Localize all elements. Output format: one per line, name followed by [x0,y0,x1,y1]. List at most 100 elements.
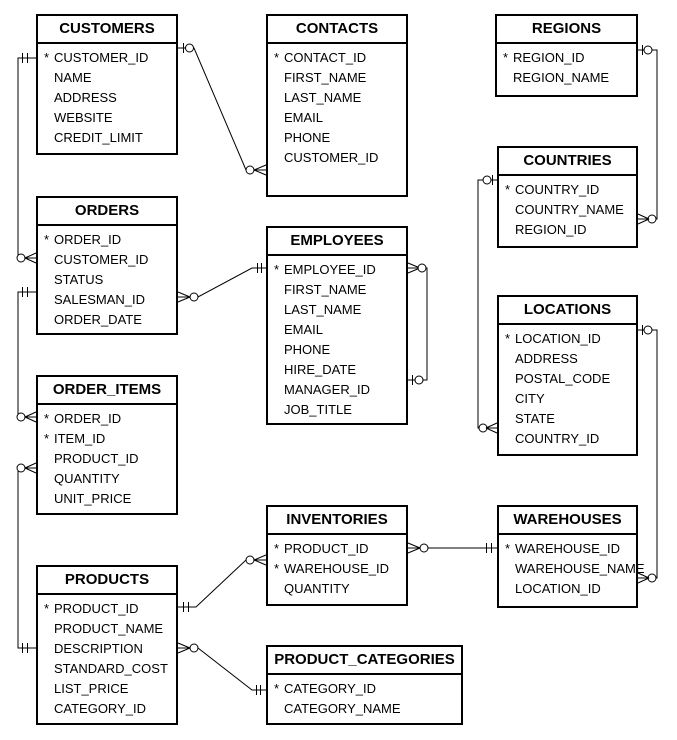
field-item_id: *ITEM_ID [44,429,172,449]
field-city: CITY [505,389,632,409]
field-email: EMAIL [274,320,402,340]
field-status: STATUS [44,270,172,290]
field-name: CUSTOMER_ID [54,50,149,65]
field-manager_id: MANAGER_ID [274,380,402,400]
field-name: FIRST_NAME [284,282,367,297]
entity-fields: * PRODUCT_ID* WAREHOUSE_ID QUANTITY [268,535,406,599]
rel-regions-countries [637,45,658,225]
entity-title: COUNTRIES [499,148,636,176]
field-order_date: ORDER_DATE [44,310,172,330]
entity-title: REGIONS [497,16,636,44]
pk-marker: * [274,541,280,556]
field-address: ADDRESS [505,349,632,369]
field-name: PRODUCT_NAME [54,621,164,636]
field-employee_id: *EMPLOYEE_ID [274,260,402,280]
field-customer_id: * CUSTOMER_ID [44,48,172,68]
field-name: REGION_ID [513,50,585,65]
field-name: QUANTITY [284,581,350,596]
pk-marker: * [44,601,50,616]
field-name: PHONE [284,130,331,145]
rel-inventories-warehouses [407,542,497,554]
field-postal_code: POSTAL_CODE [505,369,632,389]
rel-employees-manager-self [407,262,428,385]
field-name: NAME [54,70,92,85]
field-standard_cost: STANDARD_COST [44,659,172,679]
field-name: CUSTOMER_ID [284,150,379,165]
rel-orders-employees [177,263,266,303]
field-name: LOCATION_ID [515,581,601,596]
field-name: REGION_ID [515,222,587,237]
field-email: EMAIL [274,108,402,128]
field-name: COUNTRY_ID [515,182,600,197]
field-name: DESCRIPTION [54,641,143,656]
field-name: CREDIT_LIMIT [54,130,143,145]
field-name: UNIT_PRICE [54,491,132,506]
rel-products-inventories [178,554,267,612]
entity-fields: *EMPLOYEE_ID FIRST_NAME LAST_NAME EMAIL PHON… [268,256,406,420]
field-name: QUANTITY [54,471,120,486]
field-name: LAST_NAME [284,302,362,317]
field-name: STATE [515,411,555,426]
field-name: NAME [44,68,172,88]
rel-orders-order-items [16,287,37,423]
field-order_id: *ORDER_ID [44,230,172,250]
field-name: WEBSITE [54,110,113,125]
field-phone: PHONE [274,128,402,148]
field-name: STANDARD_COST [54,661,168,676]
pk-marker: * [274,262,280,277]
pk-marker: * [44,411,50,426]
field-last_name: LAST_NAME [274,88,402,108]
field-name: LOCATION_ID [515,331,601,346]
field-name: PHONE [284,342,331,357]
field-name: COUNTRY_NAME [515,202,624,217]
field-hire_date: HIRE_DATE [274,360,402,380]
field-name: ADDRESS [515,351,578,366]
field-name: WAREHOUSE_NAME [515,561,645,576]
entity-title: PRODUCT_CATEGORIES [268,647,461,675]
field-name: WAREHOUSE_ID [284,561,389,576]
entity-fields: * WAREHOUSE_ID WAREHOUSE_NAME LOCATION_ID [499,535,645,599]
field-product_name: PRODUCT_NAME [44,619,172,639]
rel-products-product-categories [177,642,266,695]
field-name: WAREHOUSE_ID [515,541,620,556]
pk-marker: * [505,331,511,346]
field-name: CATEGORY_ID [54,701,146,716]
field-name: CATEGORY_ID [284,681,376,696]
rel-order-items-products [16,462,37,653]
field-address: ADDRESS [44,88,172,108]
rel-customers-contacts [178,43,267,176]
pk-marker: * [44,50,50,65]
field-country_name: COUNTRY_NAME [505,200,632,220]
field-contact_id: *CONTACT_ID [274,48,402,68]
field-name: MANAGER_ID [284,382,370,397]
field-warehouse_name: WAREHOUSE_NAME [505,559,645,579]
pk-marker: * [505,541,511,556]
field-state: STATE [505,409,632,429]
field-last_name: LAST_NAME [274,300,402,320]
field-quantity: QUANTITY [274,579,402,599]
field-category_id: CATEGORY_ID [44,699,172,719]
field-product_id: * PRODUCT_ID [274,539,402,559]
field-name: PRODUCT_ID [284,541,369,556]
field-name: CUSTOMER_ID [54,252,149,267]
field-name: ORDER_DATE [54,312,142,327]
field-quantity: QUANTITY [44,469,172,489]
